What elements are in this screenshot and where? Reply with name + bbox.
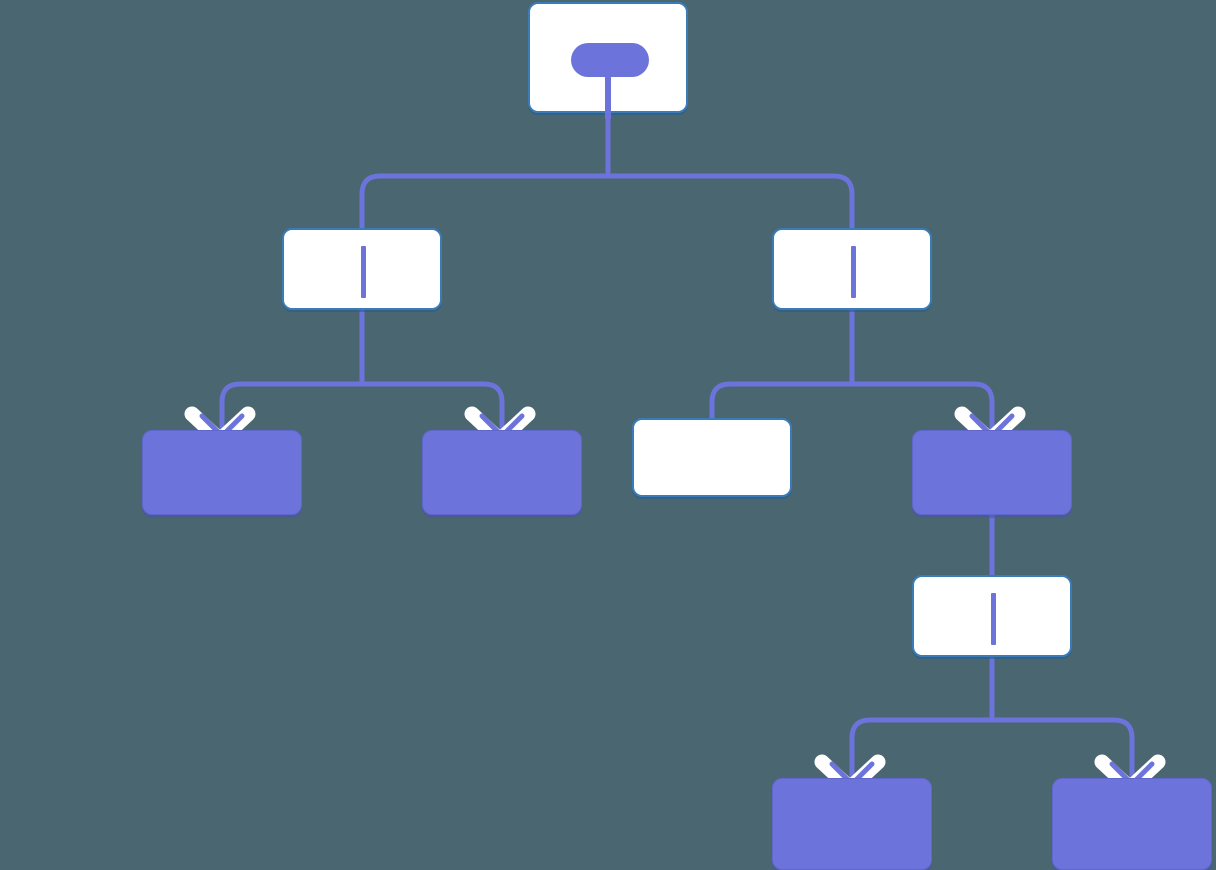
level3-node-c[interactable] xyxy=(632,418,792,497)
node-stem-icon xyxy=(605,64,611,119)
edge-root-to-level2-left xyxy=(359,113,611,228)
edge-level2left-to-node-b xyxy=(359,310,505,436)
root-node[interactable] xyxy=(528,2,688,119)
level5-node-b[interactable] xyxy=(1052,778,1212,870)
edge-level2right-to-node-d xyxy=(849,310,995,436)
level5-node-a[interactable] xyxy=(772,778,932,870)
level3-node-a[interactable] xyxy=(142,430,302,515)
edge-level4-to-node-e xyxy=(849,657,995,784)
level3-node-b[interactable] xyxy=(422,430,582,515)
level4-node[interactable] xyxy=(912,575,1072,657)
level3-node-d[interactable] xyxy=(912,430,1072,515)
node-passthrough-bar-icon xyxy=(361,246,366,298)
node-passthrough-bar-icon xyxy=(851,246,856,298)
level2-left-node[interactable] xyxy=(282,228,442,310)
edge-level2right-to-node-c xyxy=(709,310,855,424)
level2-right-node[interactable] xyxy=(772,228,932,310)
edge-level4-to-node-f xyxy=(989,657,1135,784)
edge-root-to-level2-right xyxy=(605,113,855,228)
edge-level2left-to-node-a xyxy=(219,310,365,436)
node-passthrough-bar-icon xyxy=(991,593,996,645)
